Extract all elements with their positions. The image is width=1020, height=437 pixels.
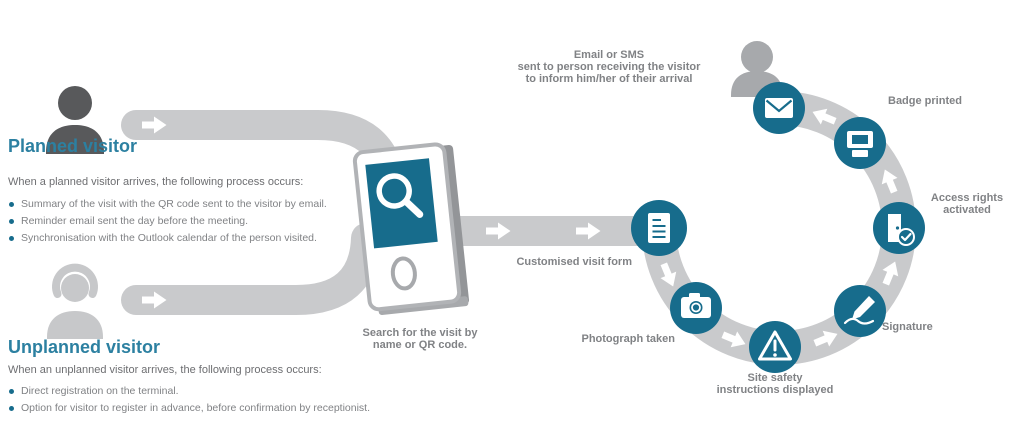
step-visit-form [631,200,687,256]
search-icon [376,173,424,218]
unplanned-flow-path [121,223,381,315]
list-item: Reminder email sent the day before the m… [8,213,388,230]
step-label-photograph: Photograph taken [581,333,675,345]
step-access-rights [873,202,925,254]
signature-pen-icon [843,296,875,325]
camera-icon [681,293,711,318]
document-icon [648,213,670,243]
label-line: to inform him/her of their arrival [525,73,693,85]
planned-visitor-icon [46,86,104,154]
unplanned-visitor-title: Unplanned visitor [8,337,161,357]
label-line: instructions displayed [716,384,834,396]
label-line: Search for the visit by [362,327,478,339]
step-email [753,82,805,134]
label-line: Email or SMS [573,49,645,61]
planned-visitor-bullets: Summary of the visit with the QR code se… [8,196,388,247]
badge-printer-icon [847,131,873,157]
step-photograph [670,282,722,334]
label-line: Access rights [930,192,1004,204]
label-line: activated [943,204,991,216]
door-check-icon [888,214,915,246]
step-label-email-sms: Email or SMS sent to person receiving th… [496,49,722,85]
planned-visitor-title: Planned visitor [8,136,138,156]
warning-icon [758,330,792,361]
label-line: sent to person receiving the visitor [517,61,701,73]
unplanned-visitor-icon [47,263,103,339]
unplanned-visitor-bullets: Direct registration on the terminal. Opt… [8,383,428,417]
step-label-signature: Signature [882,321,933,333]
step-badge [834,117,886,169]
list-item: Summary of the visit with the QR code se… [8,196,388,213]
list-item: Direct registration on the terminal. [8,383,428,400]
step-site-safety [749,321,801,373]
list-item: Option for visitor to register in advanc… [8,400,428,417]
envelope-icon [765,98,793,118]
step-signature [834,285,886,337]
terminal-device [352,142,469,315]
step-label-site-safety: Site safety instructions displayed [694,372,856,396]
unplanned-visitor-intro: When an unplanned visitor arrives, the f… [8,364,322,376]
step-label-visit-form: Customised visit form [516,256,632,268]
planned-visitor-intro: When a planned visitor arrives, the foll… [8,176,304,188]
terminal-button-icon [390,256,417,291]
label-line: Site safety [747,372,803,384]
step-label-access-rights: Access rights activated [924,192,1010,216]
label-line: name or QR code. [372,339,468,351]
step-label-badge: Badge printed [888,95,962,107]
terminal-label: Search for the visit by name or QR code. [330,327,510,351]
list-item: Synchronisation with the Outlook calenda… [8,230,388,247]
